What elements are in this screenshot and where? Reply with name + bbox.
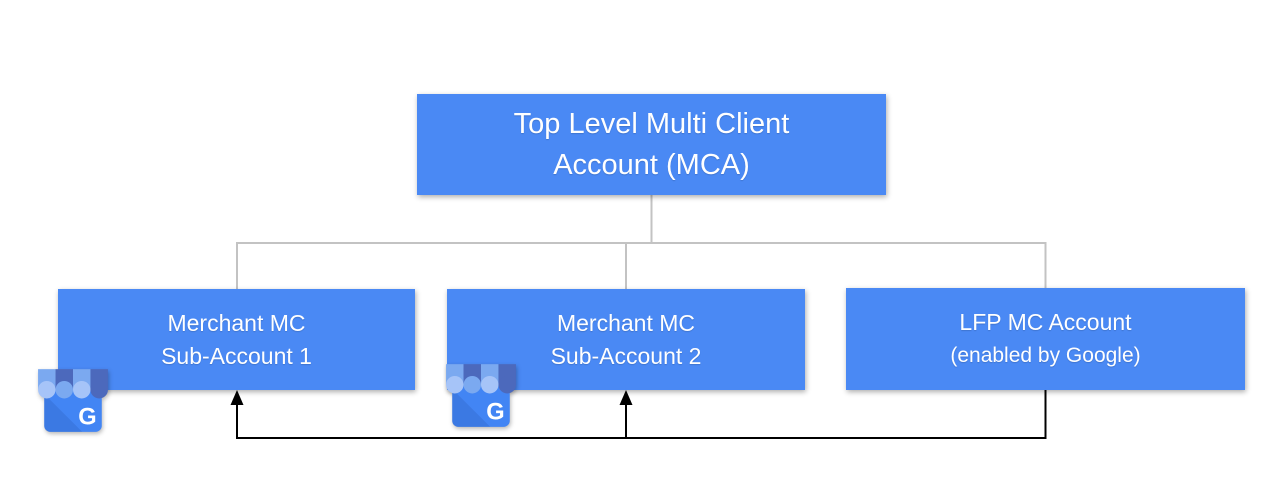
node-label-line: Sub-Account 1 — [161, 342, 312, 369]
node-lfp-mc-account: LFP MC Account (enabled by Google) — [846, 288, 1245, 390]
node-label-line: (enabled by Google) — [950, 344, 1141, 367]
flow-connector-main — [236, 390, 1047, 439]
google-g-letter: G — [78, 405, 96, 431]
flow-connector — [230, 390, 1047, 439]
storefront-awning — [38, 369, 108, 399]
node-merchant-sub-account-2: Merchant MC Sub-Account 2 — [447, 289, 805, 390]
arrowhead-merchant2 — [619, 390, 633, 405]
google-my-business-icon: G — [446, 364, 516, 427]
google-g-letter: G — [486, 400, 504, 426]
node-top-level-mca: Top Level Multi Client Account (MCA) — [417, 94, 886, 195]
tree-connector — [236, 195, 1047, 289]
node-label-line: LFP MC Account — [959, 309, 1132, 335]
node-label-line: Merchant MC — [167, 309, 306, 336]
node-label-line: Account (MCA) — [553, 148, 750, 181]
node-label-line: Sub-Account 2 — [550, 342, 702, 369]
storefront-awning — [446, 364, 516, 394]
node-merchant-sub-account-1: Merchant MC Sub-Account 1 — [58, 289, 415, 390]
google-my-business-icon: G — [38, 369, 108, 432]
node-label-line: Merchant MC — [556, 309, 696, 336]
arrowhead-merchant1 — [230, 390, 244, 405]
node-label-line: Top Level Multi Client — [513, 107, 790, 140]
